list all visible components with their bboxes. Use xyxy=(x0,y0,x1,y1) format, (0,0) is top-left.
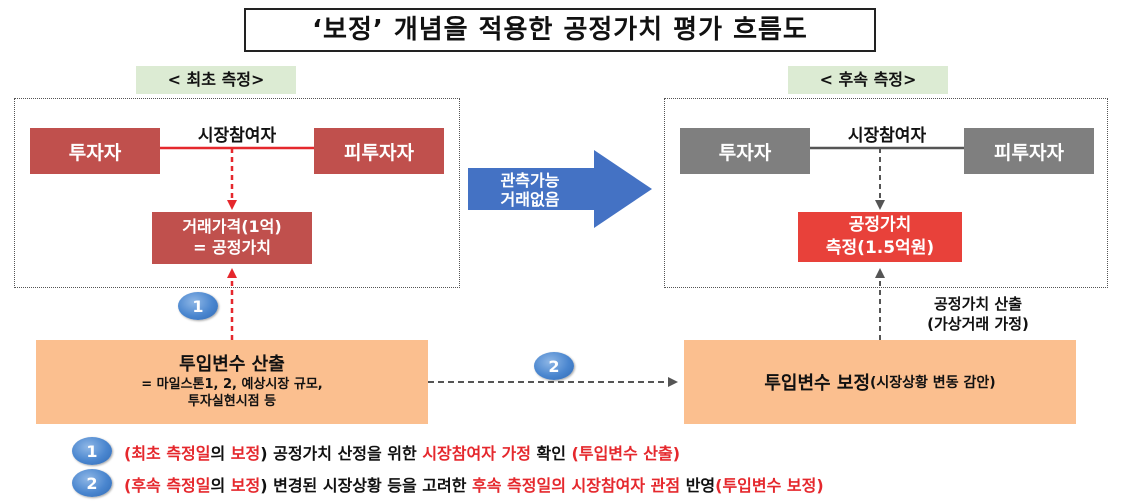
note-2: (후속 측정일의 보정) 변경된 시장상황 등을 고려한 후속 측정일의 시장참… xyxy=(124,472,824,496)
subsequent-measurement-tag: < 후속 측정> xyxy=(788,66,948,94)
subsequent-participants-label: 시장참여자 xyxy=(847,125,927,146)
transaction-price-box: 거래가격(1억) = 공정가치 xyxy=(152,212,312,264)
big-arrow-line1: 관측가능 xyxy=(500,170,560,190)
initial-measurement-tag: < 최초 측정> xyxy=(136,66,296,94)
big-transition-arrow xyxy=(468,150,652,228)
note-2-part1: (후속 측정일 xyxy=(124,476,211,495)
note-1-part3: 보정 xyxy=(230,444,261,463)
subsequent-investor-box: 투자자 xyxy=(680,128,810,174)
note-1-part2: 의 xyxy=(210,444,231,463)
input-variable-adjust-box: 투입변수 보정 (시장상황 변동 감안) xyxy=(684,340,1076,424)
input-adjust-detail: (시장상황 변동 감안) xyxy=(870,375,996,391)
diagram-title: ‘보정’ 개념을 적용한 공정가치 평가 흐름도 xyxy=(244,8,876,52)
note-2-part5: 후속 측정일의 시장참여자 관점 xyxy=(472,476,681,495)
note-1: (최초 측정일의 보정) 공정가치 산정을 위한 시장참여자 가정 확인 (투입… xyxy=(124,440,680,464)
note-1-marker: 1 xyxy=(72,437,112,465)
note-1-part7: (투입변수 산출) xyxy=(571,444,681,463)
note-1-part5: 시장참여자 가정 xyxy=(422,444,531,463)
initial-investor-box: 투자자 xyxy=(30,128,160,174)
initial-participants-label: 시장참여자 xyxy=(197,125,277,146)
transaction-price-line2: = 공정가치 xyxy=(193,238,271,257)
fair-value-box: 공정가치 측정(1.5억원) xyxy=(798,212,962,262)
input-calc-detail2: 투자실현시점 등 xyxy=(187,393,277,409)
note-2-part6: 반영 xyxy=(680,476,716,495)
note-2-marker: 2 xyxy=(72,469,112,497)
input-adjust-title: 투입변수 보정 xyxy=(764,373,871,394)
note-2-part2: 의 xyxy=(210,476,231,495)
fair-value-line1: 공정가치 xyxy=(848,215,912,236)
subsequent-investee-box: 피투자자 xyxy=(964,128,1094,174)
big-arrow-label: 관측가능 거래없음 xyxy=(470,170,590,210)
input-variable-calc-box: 투입변수 산출 = 마일스톤1, 2, 예상시장 규모, 투자실현시점 등 xyxy=(36,340,428,424)
note-1-part1: (최초 측정일 xyxy=(124,444,211,463)
step-marker-2: 2 xyxy=(534,352,574,380)
fair-value-calc-line2: (가상거래 가정) xyxy=(927,315,1029,333)
note-2-part4: ) 변경된 시장상황 등을 고려한 xyxy=(260,476,473,495)
fair-value-line2: 측정(1.5억원) xyxy=(825,238,935,258)
transaction-price-line1: 거래가격(1억) xyxy=(182,217,282,237)
big-arrow-line2: 거래없음 xyxy=(500,190,560,209)
note-2-part3: 보정 xyxy=(230,476,261,495)
note-2-part7: (투입변수 보정) xyxy=(715,476,824,495)
input-calc-title: 투입변수 산출 xyxy=(179,354,285,376)
fair-value-calc-label: 공정가치 산출 (가상거래 가정) xyxy=(890,292,1066,336)
input-calc-detail1: = 마일스톤1, 2, 예상시장 규모, xyxy=(141,376,323,392)
initial-investee-box: 피투자자 xyxy=(314,128,444,174)
step-marker-1: 1 xyxy=(178,292,218,320)
fair-value-calc-line1: 공정가치 산출 xyxy=(933,294,1023,313)
note-1-part6: 확인 xyxy=(530,444,572,463)
note-1-part4: ) 공정가치 산정을 위한 xyxy=(260,444,423,463)
